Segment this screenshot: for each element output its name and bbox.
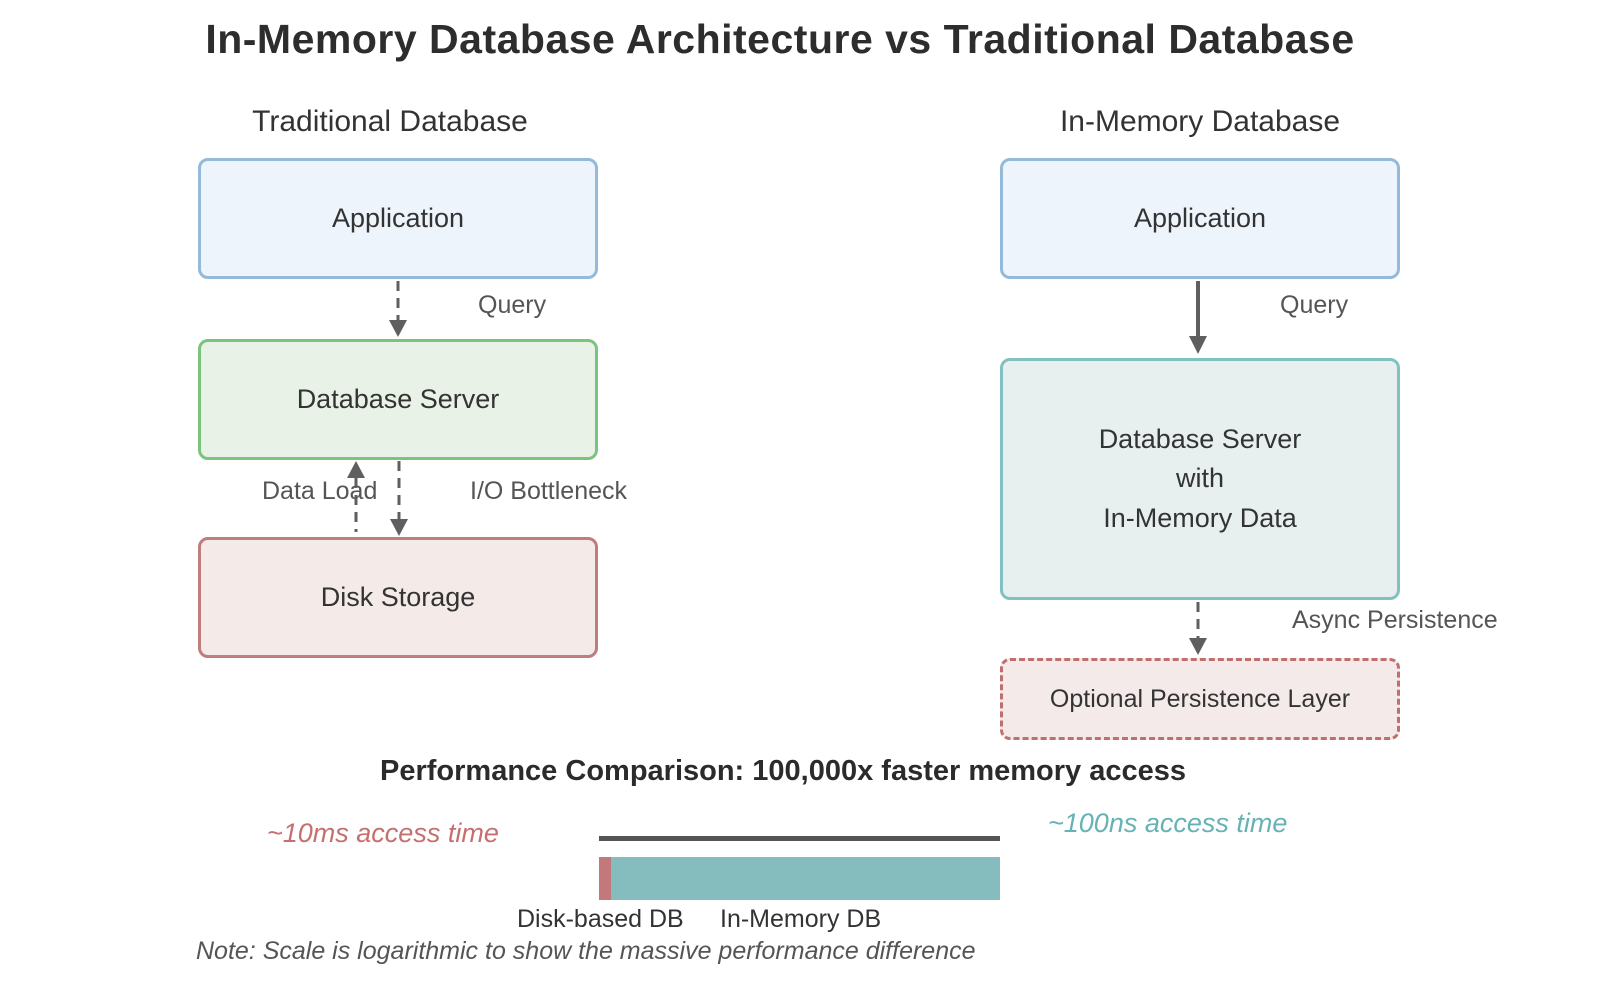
performance-header: Performance Comparison: 100,000x faster …	[380, 755, 1186, 787]
in-memory-db-bar-label: In-Memory DB	[720, 905, 882, 933]
in-memory-query-label: Query	[1280, 291, 1349, 319]
disk-access-time-label: ~10ms access time	[267, 818, 499, 848]
data-load-arrow	[347, 461, 365, 532]
traditional-query-arrow	[389, 281, 407, 337]
optional-persistence-layer-box: Optional Persistence Layer	[1000, 658, 1400, 740]
optional-persistence-layer-label: Optional Persistence Layer	[1049, 684, 1351, 713]
disk-storage-box: Disk Storage	[198, 537, 598, 658]
traditional-application-box: Application	[198, 158, 598, 279]
async-persistence-label: Async Persistence	[1292, 606, 1498, 634]
in-memory-column-header: In-Memory Database	[1059, 105, 1341, 138]
io-bottleneck-arrow	[390, 461, 408, 536]
database-server-label: Database Server	[296, 384, 500, 414]
page-title: In-Memory Database Architecture vs Tradi…	[205, 16, 1355, 62]
traditional-application-label: Application	[331, 203, 465, 233]
disk-db-bar-label: Disk-based DB	[517, 905, 684, 933]
in-memory-application-label: Application	[1133, 203, 1267, 233]
in-memory-database-server-label: Database Server with In-Memory Data	[1098, 424, 1302, 533]
log-scale-note: Note: Scale is logarithmic to show the m…	[196, 937, 976, 965]
database-server-box: Database Server	[198, 339, 598, 460]
traditional-query-label: Query	[478, 291, 547, 319]
performance-scale-line	[599, 836, 1000, 841]
disk-storage-label: Disk Storage	[320, 582, 476, 612]
traditional-column-header: Traditional Database	[252, 105, 528, 138]
data-load-label: Data Load	[262, 477, 378, 505]
async-persistence-arrow	[1189, 602, 1207, 655]
memory-access-time-label: ~100ns access time	[1048, 808, 1288, 838]
in-memory-application-box: Application	[1000, 158, 1400, 279]
in-memory-db-bar	[611, 857, 1000, 900]
io-bottleneck-label: I/O Bottleneck	[470, 477, 628, 505]
disk-db-bar	[599, 857, 611, 900]
in-memory-query-arrow	[1189, 281, 1207, 354]
in-memory-database-server-box: Database Server with In-Memory Data	[1000, 358, 1400, 600]
